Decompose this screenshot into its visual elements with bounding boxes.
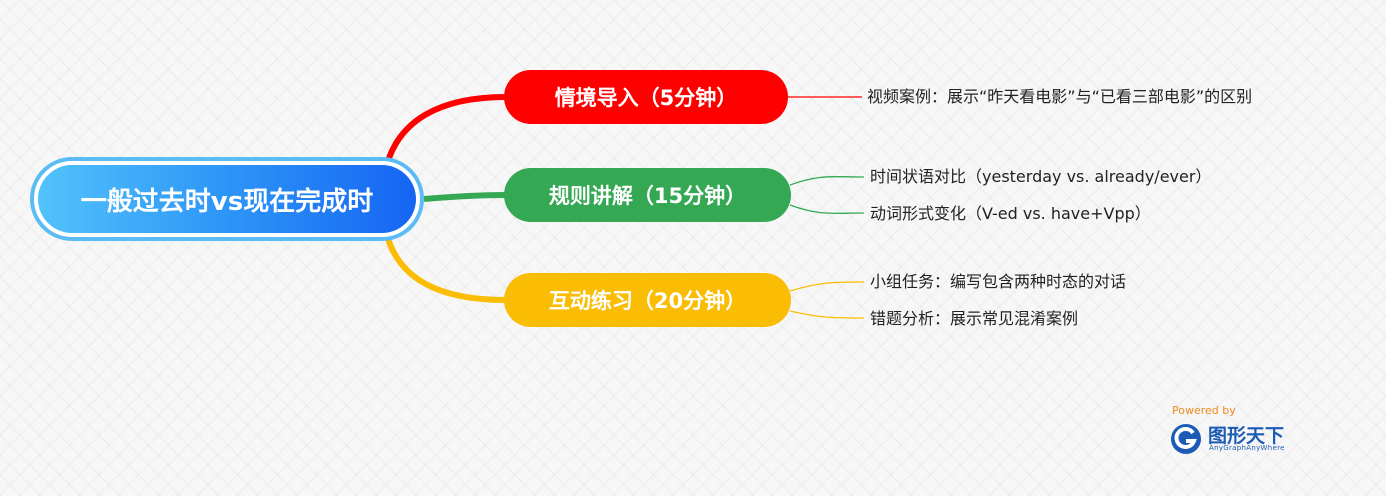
powered-by-text: Powered by [1172,404,1236,417]
brand-name: 图形天下 [1208,425,1285,447]
leaf-time-adverbials[interactable]: 时间状语对比（yesterday vs. already/ever） [870,167,1212,186]
leaf-video-case[interactable]: 视频案例：展示“昨天看电影”与“已看三部电影”的区别 [867,87,1253,106]
leaf-verb-forms[interactable]: 动词形式变化（V-ed vs. have+Vpp） [870,204,1151,223]
leaf-group-task[interactable]: 小组任务：编写包含两种时态的对话 [870,272,1127,291]
branch-rules-label: 规则讲解（15分钟） [548,184,747,208]
g-logo-icon [1171,424,1201,454]
branch-intro[interactable]: 情境导入（5分钟） [504,70,788,124]
root-node[interactable]: 一般过去时vs现在完成时 [30,157,424,241]
branch-practice[interactable]: 互动练习（20分钟） [504,273,791,327]
root-node-label: 一般过去时vs现在完成时 [38,165,416,233]
branch-rules[interactable]: 规则讲解（15分钟） [504,168,791,222]
branch-practice-label: 互动练习（20分钟） [548,289,747,313]
leaf-error-analysis[interactable]: 错题分析：展示常见混淆案例 [870,309,1079,328]
brand-tagline: AnyGraphAnyWhere [1209,444,1285,452]
branch-intro-label: 情境导入（5分钟） [554,86,738,110]
